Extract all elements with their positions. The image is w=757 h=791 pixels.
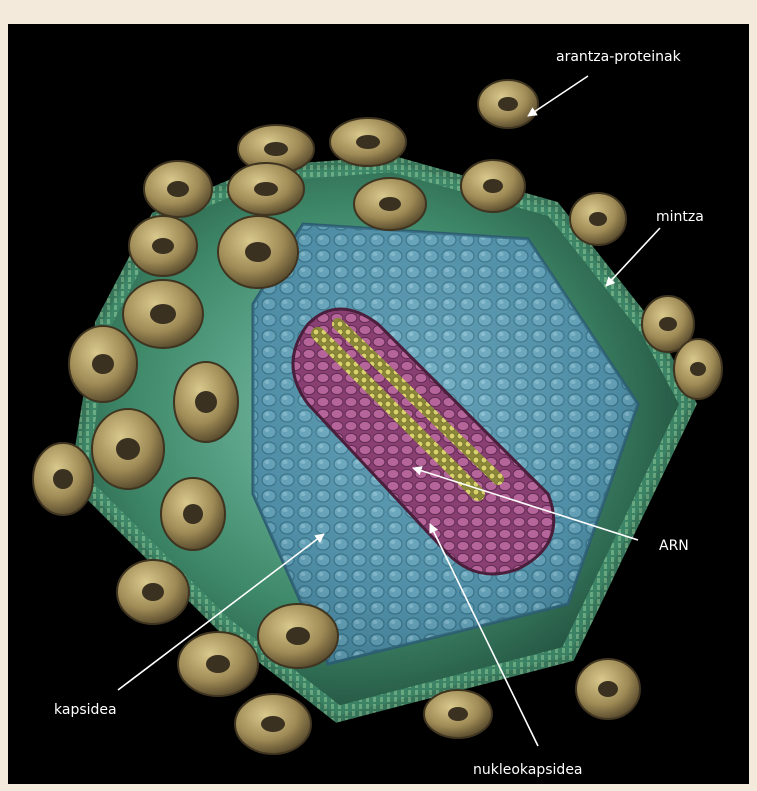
spike (33, 443, 93, 515)
spike (218, 216, 298, 288)
spike (461, 160, 525, 212)
label-rna: ARN (659, 538, 689, 554)
spike (570, 193, 626, 245)
spike (123, 280, 203, 348)
spike (117, 560, 189, 624)
label-capsid: kapsidea (54, 702, 117, 718)
spike (144, 161, 212, 217)
label-nucleocapsid: nukleokapsidea (473, 762, 583, 778)
spike (69, 326, 137, 402)
spike (129, 216, 197, 276)
spike (478, 80, 538, 128)
spike (576, 659, 640, 719)
spike (174, 362, 238, 442)
spike (161, 478, 225, 550)
spike (235, 694, 311, 754)
virus-illustration-panel: arantza-proteinak mintza ARN kapsidea nu… (8, 24, 749, 784)
spike (228, 163, 304, 215)
spike (178, 632, 258, 696)
spike (330, 118, 406, 166)
spike (424, 690, 492, 738)
virus-illustration: arantza-proteinak mintza ARN kapsidea nu… (8, 24, 749, 784)
spike (674, 339, 722, 399)
spike (92, 409, 164, 489)
label-membrane: mintza (656, 209, 704, 225)
label-spike-proteins: arantza-proteinak (556, 49, 682, 65)
spike (258, 604, 338, 668)
spike (354, 178, 426, 230)
